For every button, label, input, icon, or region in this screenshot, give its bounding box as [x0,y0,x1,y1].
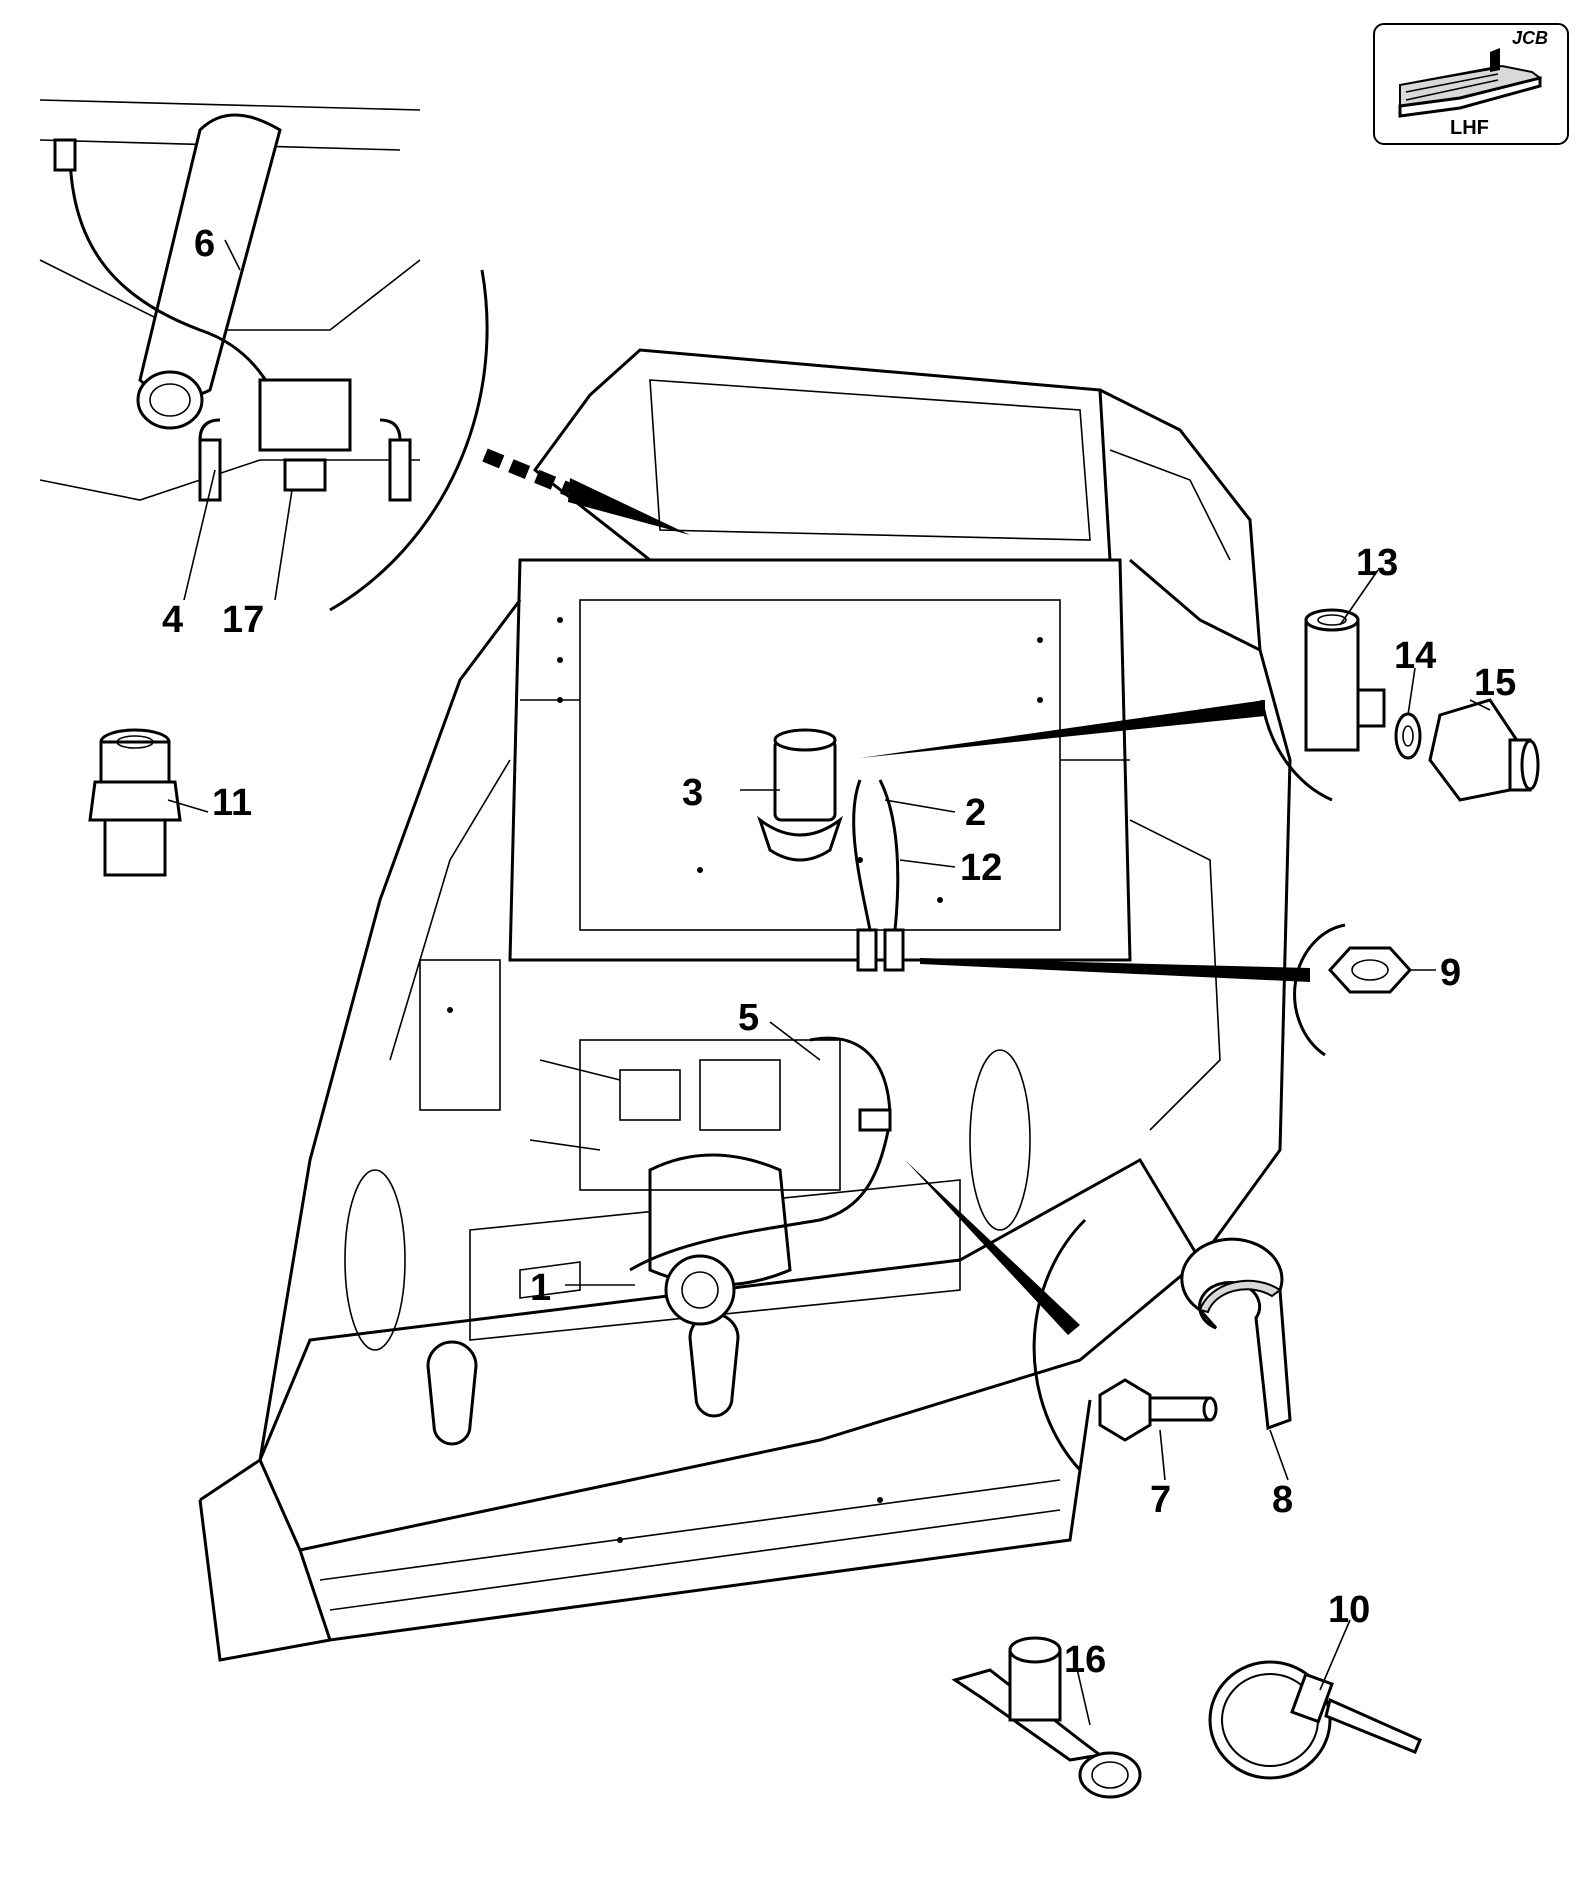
callout-10: 10 [1328,1589,1370,1631]
hose-assembly [852,779,905,972]
fitting-detail-group [860,608,1540,802]
callout-8: 8 [1272,1479,1293,1521]
badge-view-text: LHF [1450,117,1489,139]
cable-tie-icon [1208,1660,1422,1780]
callout-11: 11 [212,782,252,824]
leader-lines [167,239,1491,1726]
p-clip-icon [1180,1237,1292,1431]
callout-6: 6 [194,223,215,265]
badge-brand-text: JCB [1512,28,1548,48]
pump-assembly [629,1036,892,1326]
callout-4: 4 [162,599,183,641]
callout-13: 13 [1356,542,1398,584]
adapter-icon [88,728,182,877]
callout-labels: 1 2 3 4 5 6 7 8 9 10 11 12 13 14 15 16 1… [162,223,1516,1681]
quick-coupling-icon [1428,698,1540,802]
callout-17: 17 [222,599,264,641]
valve-block [529,1039,841,1191]
inset-detail [39,99,690,612]
nut-detail-group [920,923,1413,1057]
tee-fitting-icon [1304,608,1386,752]
callout-7: 7 [1150,1479,1171,1521]
callout-15: 15 [1474,662,1516,704]
callout-12: 12 [960,847,1002,889]
callout-5: 5 [738,997,759,1039]
clip-detail-group [905,1160,1292,1472]
dust-cap-icon [951,1636,1142,1799]
bonded-washer-icon [1394,712,1422,760]
lhf-orientation-icon: JCB LHF [1373,23,1569,145]
filter-assembly [757,728,843,862]
hex-nut-icon [1327,946,1413,994]
callout-9: 9 [1440,952,1461,994]
callout-1: 1 [530,1267,551,1309]
callout-2: 2 [965,792,986,834]
flange-bolt-icon [1098,1378,1218,1442]
callout-14: 14 [1394,635,1436,677]
callout-16: 16 [1064,1639,1106,1681]
callout-3: 3 [682,772,703,814]
